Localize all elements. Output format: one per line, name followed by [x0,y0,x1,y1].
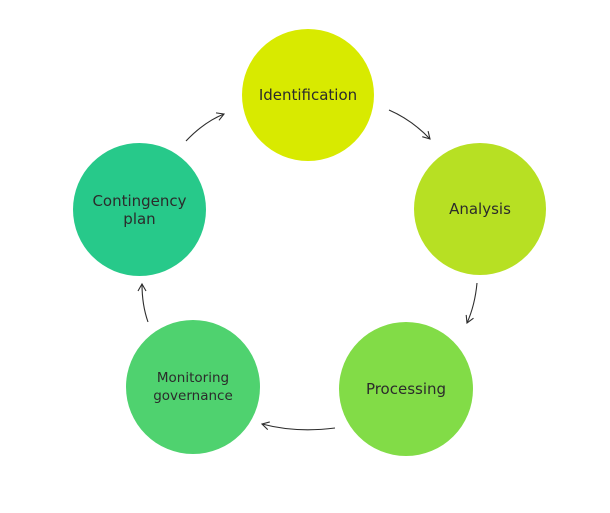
node-processing: Processing [339,322,473,456]
node-label-identification: Identification [258,86,358,104]
node-label-analysis: Analysis [449,200,511,218]
node-monitoring-governance: Monitoring governance [126,320,260,454]
arrow-contingency-to-identification [185,112,226,142]
node-label-processing: Processing [365,380,447,398]
arrow-processing-to-monitoring [260,421,336,431]
arrow-analysis-to-processing [465,282,478,325]
arrow-identification-to-analysis [388,109,431,140]
node-label-contingency-plan: Contingency plan [92,191,187,228]
node-label-monitoring-governance: Monitoring governance [153,370,233,404]
node-identification: Identification [242,29,374,161]
node-analysis: Analysis [414,143,546,275]
node-contingency-plan: Contingency plan [73,143,206,276]
arrow-monitoring-to-contingency [137,282,149,323]
